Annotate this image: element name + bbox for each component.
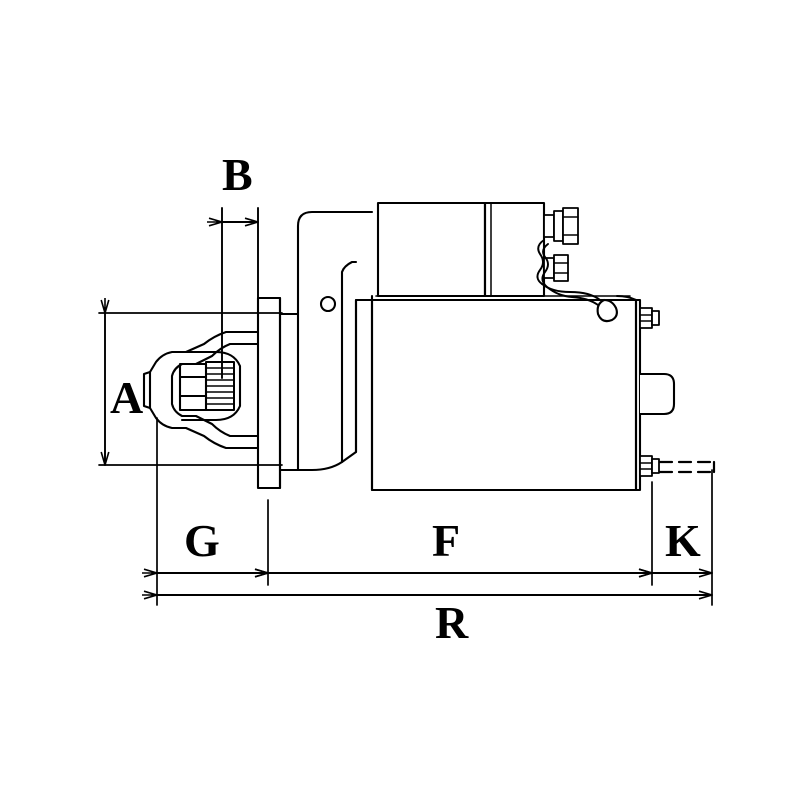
flange-boss bbox=[278, 312, 300, 472]
pinion-hub bbox=[178, 362, 208, 412]
dimension-label-A: A bbox=[110, 372, 144, 423]
pinion-collar bbox=[180, 350, 242, 422]
solenoid bbox=[376, 201, 546, 298]
dimension-label-R: R bbox=[435, 597, 469, 648]
dimension-B bbox=[207, 207, 259, 379]
dimension-A bbox=[98, 298, 283, 466]
dimension-label-B: B bbox=[222, 149, 253, 200]
rear-bolt-lower bbox=[639, 455, 660, 477]
rear-shaft-hidden bbox=[658, 460, 716, 474]
drive-end-housing bbox=[142, 330, 260, 450]
solenoid-wire bbox=[536, 239, 601, 306]
motor-body bbox=[370, 298, 638, 492]
dimension-label-G: G bbox=[184, 515, 220, 566]
solenoid-terminal-lower bbox=[543, 254, 569, 282]
dimension-label-F: F bbox=[432, 515, 461, 566]
rear-cap bbox=[638, 372, 676, 416]
wire-boot bbox=[596, 298, 618, 323]
dimension-label-K: K bbox=[665, 515, 701, 566]
solenoid-terminal-upper bbox=[543, 207, 579, 245]
inspection-hole bbox=[319, 295, 337, 313]
shift-lever-housing bbox=[296, 210, 374, 472]
mounting-flange bbox=[256, 296, 282, 490]
rear-bolt-upper bbox=[639, 307, 660, 329]
drive-pinion-gear bbox=[205, 361, 235, 411]
